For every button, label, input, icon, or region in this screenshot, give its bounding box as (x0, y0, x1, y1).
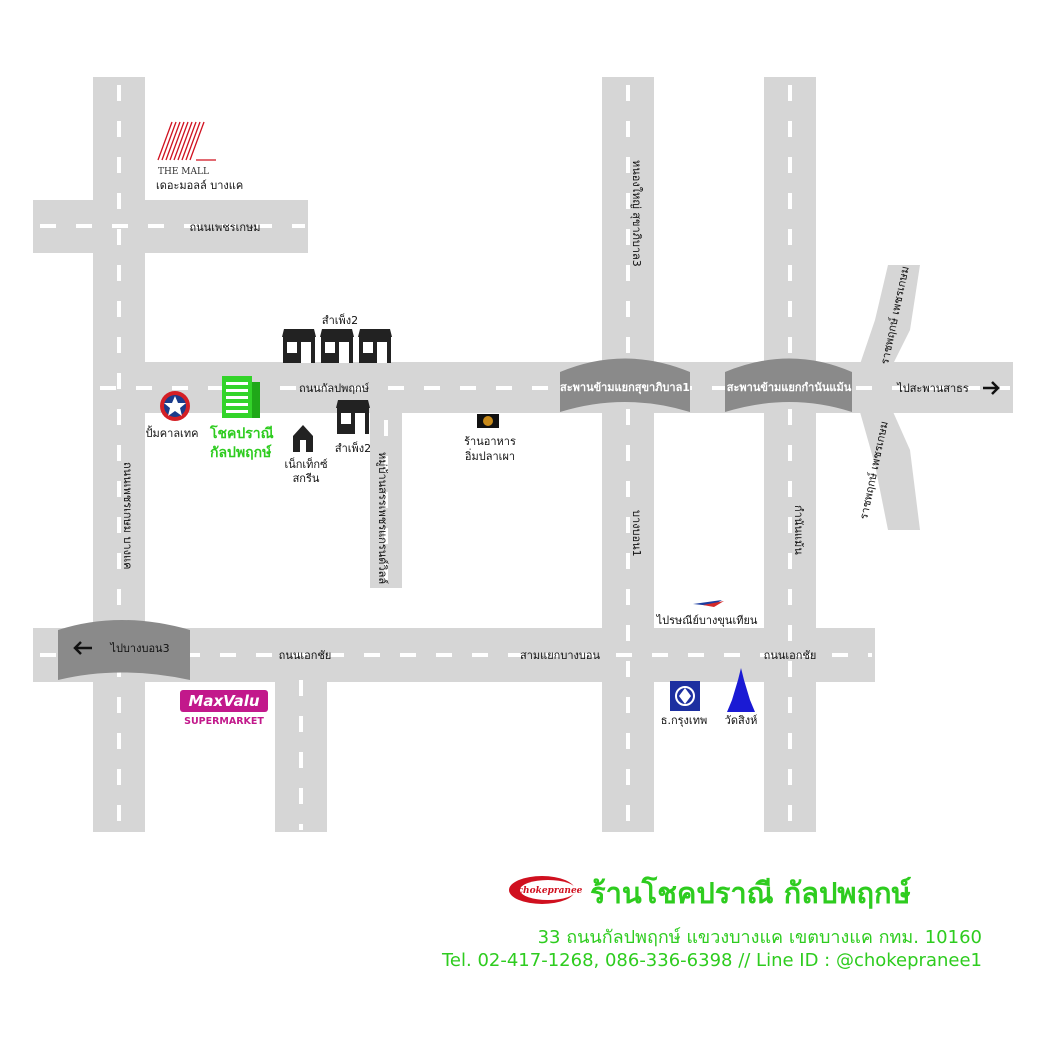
the-mall-logo-icon (157, 121, 216, 161)
road-label-mu-ban: หมู่บ้านสรรเพชรแกรนด์วิลล์ (376, 452, 389, 584)
caltex-star-icon (160, 391, 190, 421)
chokepranee-shop: โชคปราณี กัลปพฤกษ์ (209, 376, 274, 461)
arrow-right-icon (983, 381, 1000, 395)
maxvalu-logo-text: MaxValu (188, 692, 259, 710)
footer-address: 33 ถนนกัลปพฤกษ์ แขวงบางแค เขตบางแค กทม. … (537, 927, 982, 948)
road-label-ekkachai-right: ถนนเอกชัย (764, 649, 817, 662)
road-ratchaphruek-bottom (858, 405, 920, 530)
maxvalu-logo-icon (180, 690, 268, 712)
shop-icon (336, 400, 370, 434)
bridge-sukhaphiban: สะพานข้ามแยกสุขาภิบาล1 (560, 358, 690, 412)
maxvalu-landmark: MaxValu SUPERMARKET (180, 690, 268, 727)
chokepranee-logo: chokepranee (509, 876, 583, 904)
building-icon (222, 376, 260, 418)
maxvalu-subtitle: SUPERMARKET (184, 716, 264, 727)
restaurant-landmark: ร้านอาหาร อิ่มปลาเผา (464, 414, 516, 463)
samphueng-bottom: สำเพ็ง2 (335, 400, 371, 455)
the-mall-label: เดอะมอลล์ บางแค (156, 179, 243, 192)
house-icon (293, 425, 313, 452)
road-label-sam-yaek: สามแยกบางบอน (520, 649, 600, 662)
temple-icon (727, 668, 755, 712)
road-label-kanlapaphruek: ถนนกัลปพฤกษ์ (299, 382, 369, 395)
shop-name-line1: โชคปราณี (209, 424, 274, 442)
bridge-bang-bon (58, 620, 190, 680)
bridge-kamnan: สะพานข้ามแยกกำนันแม้น (725, 358, 852, 412)
arrow-left-icon (73, 641, 92, 655)
chokepranee-logo-text: chokepranee (518, 886, 583, 896)
footer-contact: Tel. 02-417-1268, 086-336-6398 // Line I… (442, 950, 982, 971)
road-label-phetkasem-bang-khae: ถนนเพชรเกษม บางแค (121, 462, 134, 569)
bank-label: ธ.กรุงเทพ (661, 714, 707, 727)
post-office-label: ไปรษณีย์บางขุนเทียน (656, 614, 758, 627)
shop-name-line2: กัลปพฤกษ์ (210, 444, 272, 461)
bridge-sukhaphiban-label: สะพานข้ามแยกสุขาภิบาล1 (560, 381, 690, 395)
road-ratchaphruek-top (858, 265, 920, 370)
restaurant-logo-icon (477, 414, 499, 428)
road-label-kamnan-maen: กำนันแม้น (792, 505, 805, 555)
caltex-landmark: ปั้มคาลเทค (146, 391, 199, 440)
restaurant-label-line2: อิ่มปลาเผา (465, 448, 516, 463)
samphueng-top-label: สำเพ็ง2 (322, 313, 358, 327)
caltex-label: ปั้มคาลเทค (146, 425, 199, 440)
samphueng-top: สำเพ็ง2 (282, 313, 392, 363)
thai-post-icon (693, 600, 724, 607)
bank-icon (670, 681, 700, 711)
bridge-kamnan-label: สะพานข้ามแยกกำนันแม้น (727, 381, 852, 394)
the-mall-landmark: THE MALL เดอะมอลล์ บางแค (156, 121, 243, 192)
post-office-landmark: ไปรษณีย์บางขุนเทียน (656, 600, 758, 627)
road-bang-bon-south (275, 670, 327, 832)
nextech-label-line1: เน็กเท็กซ์ (284, 457, 328, 471)
arrow-right-direction: ไปสะพานสาธร (896, 381, 1000, 395)
road-label-ekkachai-left: ถนนเอกชัย (279, 649, 332, 662)
nextech-label-line2: สกรีน (293, 472, 320, 485)
temple-landmark: วัดสิงห์ (725, 668, 758, 727)
arrow-left-label: ไปบางบอน3 (109, 642, 169, 655)
road-label-bang-bon-1: บางบอน1 (630, 510, 643, 557)
arrow-left-direction: ไปบางบอน3 (73, 641, 170, 655)
footer-title: ร้านโชคปราณี กัลปพฤกษ์ (590, 876, 911, 910)
temple-label: วัดสิงห์ (725, 714, 758, 727)
road-label-petchkasem: ถนนเพชรเกษม (189, 221, 260, 234)
samphueng-bottom-label: สำเพ็ง2 (335, 441, 371, 455)
road-label-nong-yai: หนองใหญ่ สุขาภิบาล3 (630, 160, 643, 267)
restaurant-label-line1: ร้านอาหาร (464, 435, 516, 448)
nextech-landmark: เน็กเท็กซ์ สกรีน (284, 425, 328, 485)
shop-icon (320, 329, 354, 363)
bank-landmark: ธ.กรุงเทพ (661, 681, 707, 727)
arrow-right-label: ไปสะพานสาธร (896, 382, 969, 395)
shop-icon (282, 329, 316, 363)
shop-icon (358, 329, 392, 363)
the-mall-logo-text: THE MALL (158, 167, 209, 177)
